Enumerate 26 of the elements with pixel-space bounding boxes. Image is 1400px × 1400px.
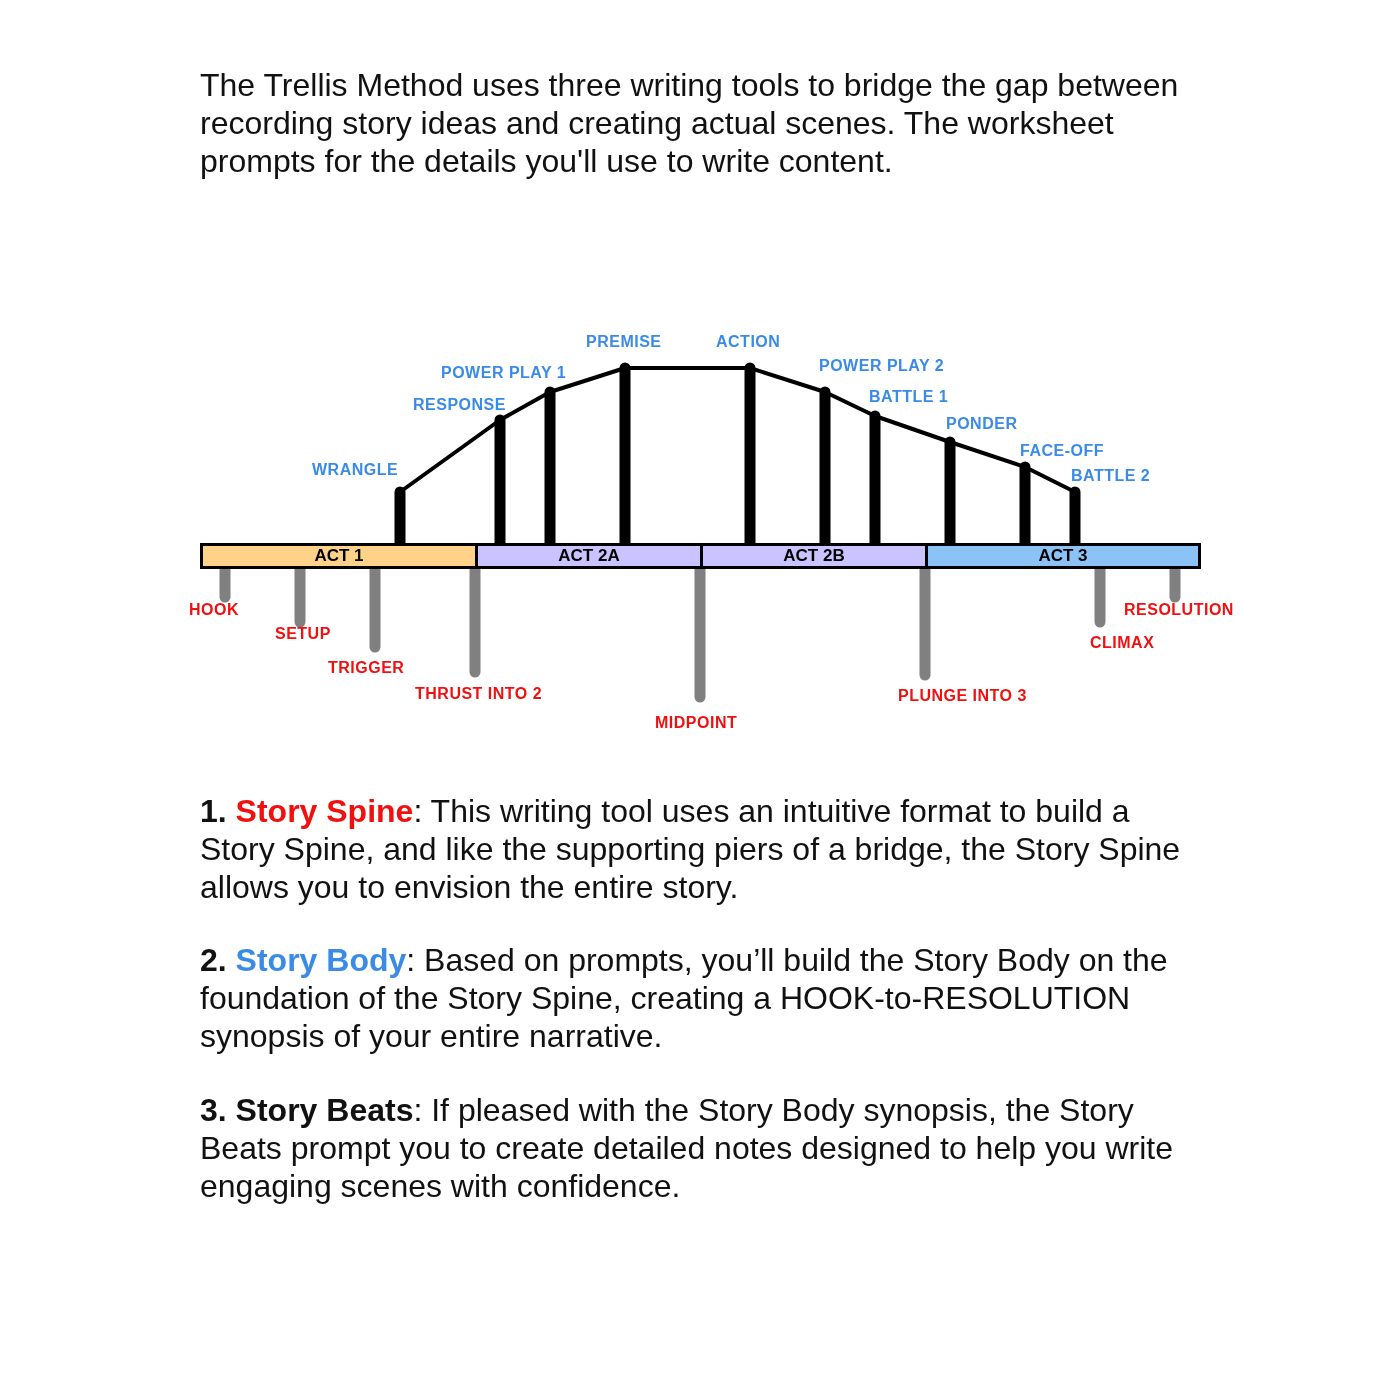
beat-label: PONDER	[946, 415, 1018, 433]
beat-label: POWER PLAY 2	[819, 357, 945, 375]
paragraph: 1. Story Spine: This writing tool uses an intuitive format to build a Story Spine, and like the supporting piers of a bridge, the Story Spine allows you to envision the entire story.	[200, 792, 1182, 906]
beat-label: FACE-OFF	[1020, 442, 1104, 460]
act-segment: ACT 2A	[475, 543, 703, 569]
beat-label: MIDPOINT	[655, 714, 738, 732]
beat-label: PLUNGE INTO 3	[898, 687, 1027, 705]
act-segment: ACT 1	[200, 543, 478, 569]
beat-label: POWER PLAY 1	[441, 364, 567, 382]
beat-label: RESOLUTION	[1124, 601, 1234, 619]
beat-label: BATTLE 2	[1071, 467, 1151, 485]
beat-label: HOOK	[189, 601, 239, 619]
beat-label: ACTION	[716, 333, 781, 351]
act-segment: ACT 3	[925, 543, 1201, 569]
beat-label: TRIGGER	[328, 659, 405, 677]
paragraph: The Trellis Method uses three writing tools to bridge the gap between recording story ideas and creating actual scenes. The worksheet prompts for the details you'll use to write content.	[200, 66, 1180, 180]
act-segment: ACT 2B	[700, 543, 928, 569]
beat-label: THRUST INTO 2	[415, 685, 543, 703]
paragraph: 2. Story Body: Based on prompts, you’ll build the Story Body on the foundation of the Story Spine, creating a HOOK-to-RESOLUTION synopsis of your entire narrative.	[200, 941, 1169, 1055]
beat-label: RESPONSE	[413, 396, 506, 414]
paragraph: 3. Story Beats: If pleased with the Story Body synopsis, the Story Beats prompt you to create detailed notes designed to help you write engaging scenes with confidence.	[200, 1091, 1175, 1205]
beat-label: SETUP	[275, 625, 331, 643]
beat-label: BATTLE 1	[869, 388, 949, 406]
beat-label: WRANGLE	[312, 461, 399, 479]
beat-label: CLIMAX	[1090, 634, 1155, 652]
beat-label: PREMISE	[586, 333, 662, 351]
